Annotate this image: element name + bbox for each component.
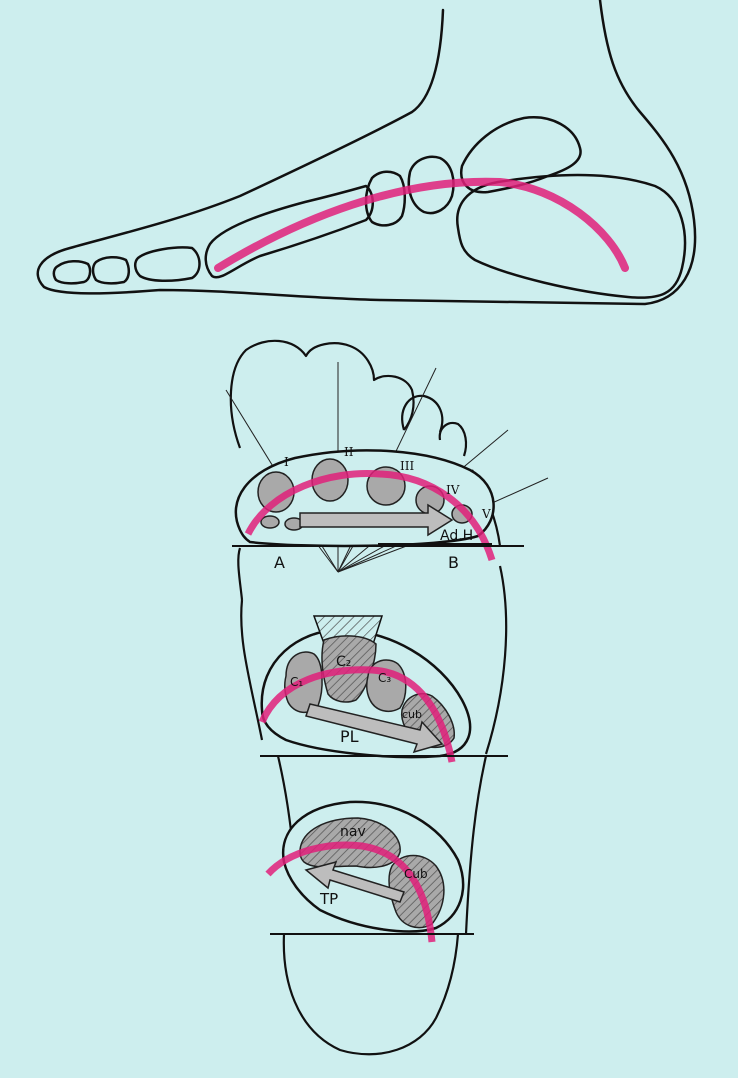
- cuboid-rear-label: Cub: [404, 867, 428, 881]
- ray-3-label: III: [400, 459, 414, 473]
- forefoot-medial-edge: [238, 548, 242, 600]
- toe-5-outline: [440, 423, 466, 456]
- navicular-label: nav: [340, 824, 366, 840]
- toe-phalanx-1: [54, 261, 90, 283]
- adductor-hallucis-label: Ad.H: [440, 528, 473, 544]
- point-a-label: A: [274, 553, 285, 572]
- metatarsal-section: I II III IV V Ad.H A B: [232, 445, 524, 572]
- cuboid-mid-label: cub: [402, 708, 422, 721]
- forefoot-toes-outline: [231, 341, 414, 448]
- foot-side-view: [38, 0, 695, 304]
- toe-phalanx-3: [135, 247, 199, 280]
- tibialis-posterior-label: TP: [319, 890, 338, 908]
- heel-outline: [284, 934, 458, 1054]
- ray-4-label: IV: [446, 483, 460, 497]
- toe-phalanx-2: [93, 257, 129, 283]
- ray-1-label: I: [284, 455, 289, 469]
- ray-5-label: V: [481, 507, 491, 521]
- sesamoid-1: [261, 516, 279, 528]
- cuneiform-3-label: C₃: [378, 671, 391, 685]
- cuneiform-1-label: C₁: [290, 675, 303, 689]
- cuneiform-2-label: C₂: [336, 654, 351, 670]
- arch-curve: [218, 182, 625, 268]
- peroneus-longus-label: PL: [340, 727, 359, 746]
- calcaneus-bone: [457, 175, 685, 298]
- navicular-section: nav Cub TP: [268, 802, 474, 942]
- ray-2-label: II: [344, 445, 354, 459]
- cuneiform-section: C₁ C₂ C₃ cub PL: [260, 616, 508, 762]
- point-b-label: B: [448, 553, 459, 572]
